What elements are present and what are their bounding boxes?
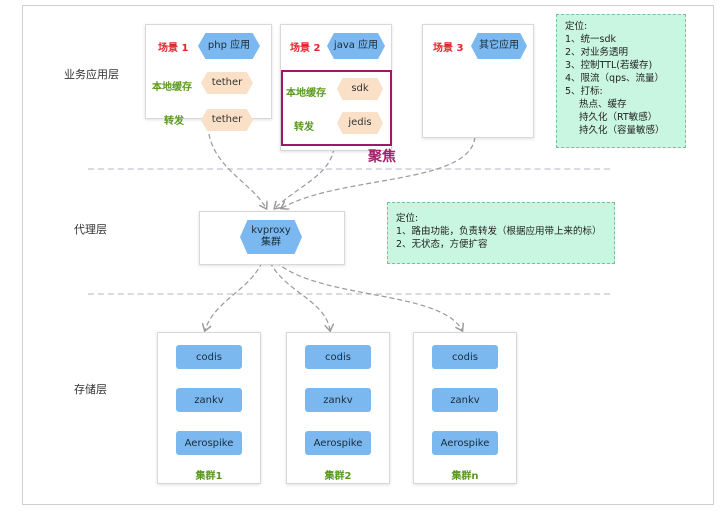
aerospike-node: Aerospike (305, 431, 371, 455)
arrow-proxy-cluster2 (269, 261, 330, 330)
layer-label-storage: 存储层 (74, 383, 107, 396)
note-line: 持久化（容量敏感） (579, 125, 665, 136)
kvproxy-name: kvproxy (251, 225, 291, 236)
note-line: 持久化（RT敏感） (579, 112, 658, 123)
codis-node: codis (305, 345, 371, 369)
note-line: 3、控制TTL(若缓存) (565, 60, 653, 71)
tether-node: tether (201, 72, 253, 94)
row-label: 本地缓存 (286, 88, 326, 99)
row-label: 转发 (164, 116, 184, 127)
scene-label: 场景 3 (433, 43, 464, 54)
focus-highlight: 本地缓存 sdk 转发 jedis (281, 70, 392, 146)
proxy-note: 定位: 1、路由功能，负责转发（根据应用带上来的标） 2、无状态，方便扩容 (387, 202, 615, 264)
zankv-node: zankv (432, 388, 498, 412)
row-label: 本地缓存 (152, 82, 192, 93)
zankv-node: zankv (305, 388, 371, 412)
cluster-label: 集群1 (195, 471, 223, 482)
scene-3-box: 场景 3 其它应用 (422, 24, 534, 138)
focus-label: 聚焦 (368, 149, 396, 165)
note-line: 2、对业务透明 (565, 47, 629, 58)
app-node: java 应用 (327, 33, 385, 59)
cluster-label: 集群2 (324, 471, 352, 482)
layer-label-business: 业务应用层 (64, 68, 119, 81)
arrow-scene2-proxy (275, 147, 335, 208)
note-line: 1、路由功能，负责转发（根据应用带上来的标） (396, 226, 602, 237)
note-line: 热点、缓存 (579, 99, 627, 110)
arrow-scene1-proxy (207, 117, 266, 208)
jedis-node: jedis (337, 112, 383, 134)
scene-1-box: 场景 1 php 应用 本地缓存 tether 转发 tether (145, 24, 272, 131)
codis-node: codis (176, 345, 242, 369)
cluster-2-box: codis zankv Aerospike 集群2 (286, 332, 390, 484)
row-label: 转发 (294, 122, 314, 133)
cluster-n-box: codis zankv Aerospike 集群n (413, 332, 517, 484)
layer-label-proxy: 代理层 (74, 223, 107, 236)
scene-label: 场景 2 (290, 43, 321, 54)
note-line: 5、打标: (565, 86, 603, 97)
note-line: 4、限流（qps、流量） (565, 73, 665, 84)
separator-line (88, 168, 610, 170)
arrow-proxy-cluster1 (205, 261, 263, 330)
note-line: 定位: (565, 21, 588, 32)
aerospike-node: Aerospike (176, 431, 242, 455)
kvproxy-node: kvproxy 集群 (240, 220, 302, 254)
scene-label: 场景 1 (158, 43, 189, 54)
arrow-proxy-clustern (275, 261, 462, 330)
note-line: 2、无状态，方便扩容 (396, 239, 488, 250)
app-node: php 应用 (198, 33, 260, 59)
zankv-node: zankv (176, 388, 242, 412)
separator-line (88, 293, 610, 295)
cluster-label: 集群n (451, 471, 479, 482)
business-note: 定位: 1、统一sdk 2、对业务透明 3、控制TTL(若缓存) 4、限流（qp… (556, 14, 686, 148)
note-line: 定位: (396, 213, 419, 224)
aerospike-node: Aerospike (432, 431, 498, 455)
arrow-scene3-proxy (282, 136, 476, 208)
sdk-node: sdk (337, 78, 383, 100)
proxy-box: kvproxy 集群 (199, 211, 345, 265)
app-node: 其它应用 (471, 33, 527, 59)
tether-node: tether (201, 109, 253, 131)
note-line: 1、统一sdk (565, 34, 617, 45)
cluster-1-box: codis zankv Aerospike 集群1 (157, 332, 261, 484)
codis-node: codis (432, 345, 498, 369)
kvproxy-sub: 集群 (261, 237, 281, 248)
